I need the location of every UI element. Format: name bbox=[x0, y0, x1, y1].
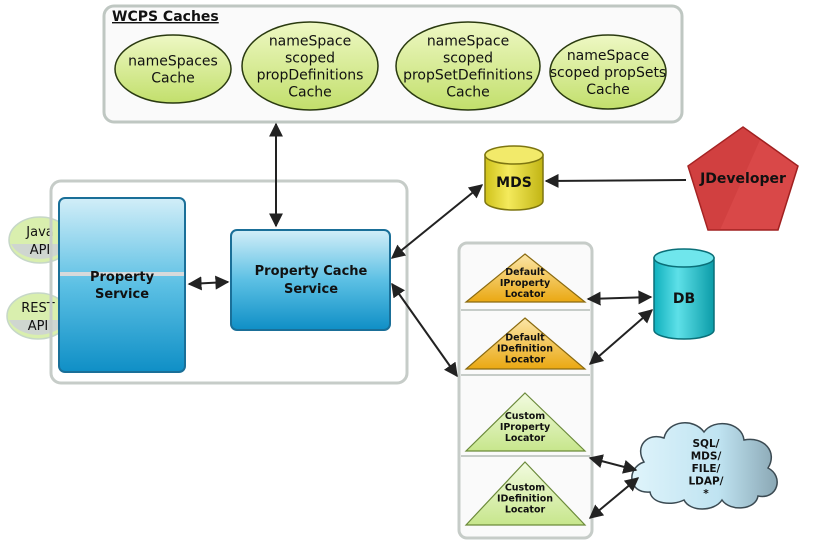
cache-ellipse-4-line-2: scoped propSets bbox=[550, 65, 666, 81]
jdeveloper: JDeveloper bbox=[687, 126, 799, 231]
java-api: Java API bbox=[8, 216, 72, 264]
cache-ellipse-2-line-3: propDefinitions bbox=[257, 68, 364, 84]
locator-2-line-3: Locator bbox=[505, 355, 546, 366]
property-service-line-2: Service bbox=[95, 287, 149, 302]
db-store: DB bbox=[653, 248, 715, 340]
rest-api: REST API bbox=[6, 292, 70, 340]
jdeveloper-label: JDeveloper bbox=[699, 171, 786, 187]
cache-ellipses: nameSpacesCachenameSpacescopedpropDefini… bbox=[114, 21, 667, 111]
cache-ellipse-2-line-4: Cache bbox=[288, 85, 332, 101]
property-service: Property Service bbox=[58, 197, 186, 373]
locator-4-line-1: Custom bbox=[505, 483, 545, 494]
connector-locator3-cloud bbox=[588, 454, 638, 474]
connectors bbox=[187, 122, 687, 519]
property-cache-service-line-2: Service bbox=[284, 282, 338, 297]
locator-3-line-3: Locator bbox=[505, 433, 546, 444]
cloud-line-2: MDS/ bbox=[691, 451, 722, 463]
data-source-cloud: SQL/MDS/FILE/LDAP/* bbox=[631, 422, 778, 510]
java-api-line-1: Java bbox=[25, 225, 53, 240]
property-cache-service: Property Cache Service bbox=[230, 229, 391, 331]
rest-api-line-1: REST bbox=[21, 301, 54, 316]
locator-3-line-1: Custom bbox=[505, 411, 545, 422]
cache-ellipse-2-line-1: nameSpace bbox=[269, 34, 351, 50]
mds-label: MDS bbox=[496, 175, 532, 191]
rest-api-line-2: API bbox=[28, 319, 49, 334]
connector-locator4-cloud bbox=[588, 477, 640, 519]
connector-propservice-cacheservice bbox=[187, 275, 230, 291]
locator-3-line-2: IProperty bbox=[500, 422, 551, 433]
cloud-line-4: LDAP/ bbox=[688, 476, 723, 488]
locator-1-line-2: IProperty bbox=[500, 278, 551, 289]
locator-4-line-3: Locator bbox=[505, 505, 546, 516]
connector-cacheservice-locators bbox=[391, 282, 458, 378]
java-api-line-2: API bbox=[30, 243, 51, 258]
cache-ellipse-1-line-2: Cache bbox=[151, 71, 195, 87]
locator-1-line-1: Default bbox=[505, 267, 545, 278]
db-label: DB bbox=[673, 291, 695, 307]
connector-cacheservice-mds bbox=[390, 184, 484, 259]
locator-4-line-2: IDefinition bbox=[497, 494, 553, 505]
connector-jdeveloper-mds bbox=[544, 173, 687, 188]
cache-ellipse-3-line-2: scoped bbox=[443, 51, 493, 67]
mds-store: MDS bbox=[484, 145, 544, 211]
cache-ellipse-3-line-3: propSetDefinitions bbox=[403, 68, 533, 84]
cache-ellipse-1-line-1: nameSpaces bbox=[128, 54, 218, 70]
wcps-caches-title: WCPS Caches bbox=[112, 9, 219, 25]
cache-ellipse-4-line-3: Cache bbox=[586, 82, 630, 98]
cloud-line-1: SQL/ bbox=[692, 438, 719, 450]
locator-2-line-2: IDefinition bbox=[497, 344, 553, 355]
locators: DefaultIPropertyLocatorDefaultIDefinitio… bbox=[464, 253, 587, 526]
locators-panel bbox=[457, 241, 594, 540]
cache-ellipse-3-line-1: nameSpace bbox=[427, 34, 509, 50]
cache-ellipse-4-line-1: nameSpace bbox=[567, 48, 649, 64]
property-cache-service-line-1: Property Cache bbox=[255, 264, 368, 279]
cloud-line-3: FILE/ bbox=[692, 463, 721, 475]
connector-locator1-db bbox=[586, 290, 653, 306]
locator-1-line-3: Locator bbox=[505, 289, 546, 300]
cloud-line-5: * bbox=[703, 488, 709, 500]
services-panel bbox=[49, 179, 409, 385]
property-service-line-1: Property bbox=[90, 270, 155, 285]
wcps-caches-panel: WCPS Caches bbox=[102, 4, 684, 124]
locator-2-line-1: Default bbox=[505, 333, 545, 344]
connector-locator2-db bbox=[588, 309, 654, 365]
cache-ellipse-2-line-2: scoped bbox=[285, 51, 335, 67]
cache-ellipse-3-line-4: Cache bbox=[446, 85, 490, 101]
